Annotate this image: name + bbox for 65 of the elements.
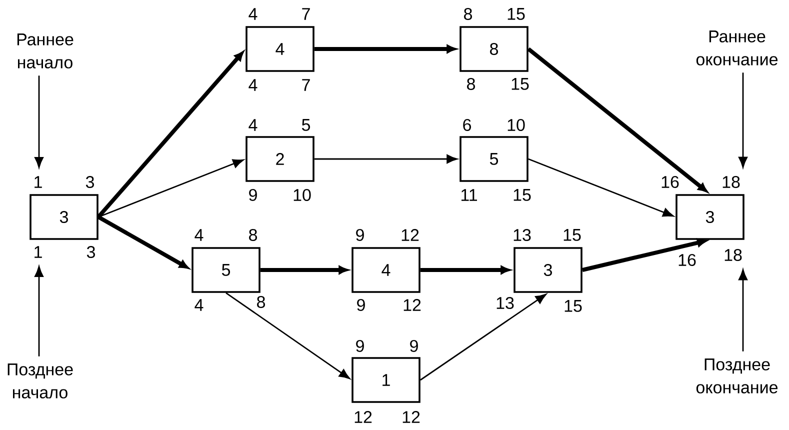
- time-value: 18: [724, 248, 742, 262]
- leader-arrow: [738, 269, 748, 352]
- leader-arrow: [34, 76, 44, 168]
- activity-box: 2: [246, 136, 314, 182]
- time-value: 3: [86, 246, 95, 258]
- time-value: 16: [662, 176, 679, 188]
- arrow: [96, 52, 244, 218]
- activity-box: 3: [514, 247, 582, 293]
- activity-box: 5: [192, 247, 260, 293]
- time-value: 4: [248, 79, 258, 91]
- time-value: 16: [678, 254, 696, 266]
- arrow: [98, 159, 244, 218]
- time-value: 15: [564, 229, 581, 241]
- activity-box: 3: [676, 194, 744, 240]
- arrow: [528, 158, 674, 217]
- time-value: 9: [356, 228, 364, 242]
- time-value: 12: [402, 411, 420, 423]
- activity-box: 4: [246, 26, 314, 72]
- time-value: 13: [496, 296, 514, 310]
- time-value: 10: [508, 118, 525, 132]
- time-value: 9: [249, 188, 257, 202]
- annotation-label: Позднее начало: [8, 364, 73, 398]
- arrow: [226, 292, 350, 380]
- activity-box: 4: [352, 247, 420, 293]
- time-value: 6: [463, 118, 471, 132]
- time-value: 9: [357, 298, 365, 312]
- arrow: [527, 47, 708, 192]
- time-value: 12: [354, 411, 372, 423]
- time-value: 7: [302, 79, 310, 91]
- time-value: 15: [512, 78, 529, 90]
- activity-box: 5: [460, 136, 528, 182]
- time-value: 5: [302, 119, 310, 131]
- time-value: 4: [194, 229, 204, 241]
- time-value: 8: [464, 8, 472, 20]
- time-value: 13: [514, 228, 531, 242]
- arrow: [420, 294, 546, 381]
- time-value: 4: [248, 119, 258, 131]
- time-value: 8: [257, 296, 265, 308]
- annotation-label: Раннее начало: [17, 34, 74, 68]
- time-value: 7: [302, 8, 310, 20]
- leader-arrow: [738, 72, 748, 168]
- time-value: 18: [722, 176, 740, 188]
- time-value: 1: [34, 176, 42, 188]
- annotation-label: Раннее окончание: [696, 30, 778, 66]
- time-value: 12: [404, 299, 421, 311]
- time-value: 9: [410, 340, 418, 352]
- activity-box: 1: [352, 357, 420, 403]
- time-value: 4: [194, 299, 204, 311]
- time-value: 3: [86, 176, 94, 188]
- time-value: 9: [356, 340, 364, 352]
- activity-box: 3: [30, 194, 98, 240]
- arrow: [314, 154, 458, 164]
- annotation-label: Позднее окончание: [696, 358, 778, 394]
- time-value: 8: [249, 228, 257, 242]
- time-value: 10: [294, 188, 311, 202]
- time-value: 4: [248, 8, 258, 20]
- time-value: 11: [461, 189, 477, 201]
- activity-box: 8: [460, 26, 528, 72]
- time-value: 15: [514, 189, 531, 201]
- time-value: 12: [402, 229, 419, 241]
- time-value: 15: [508, 8, 525, 20]
- time-value: 8: [467, 78, 475, 90]
- leader-arrow: [34, 266, 44, 356]
- time-value: 1: [34, 246, 42, 258]
- time-value: 15: [564, 300, 582, 312]
